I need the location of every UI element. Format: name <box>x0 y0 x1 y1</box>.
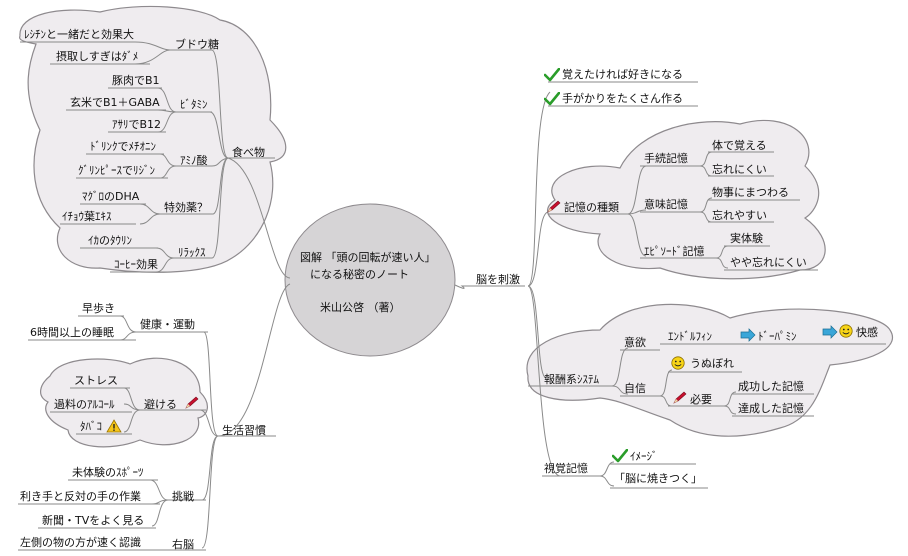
vitamin-topic[interactable]: ﾋﾞﾀﾐﾝ <box>180 98 208 111</box>
episodic-topic[interactable]: ｴﾋﾟｿｰﾄﾞ記憶 <box>644 245 705 258</box>
avoid-topic[interactable]: 避ける <box>144 398 177 411</box>
procedural-item-1[interactable]: 体で覚える <box>712 139 767 152</box>
semantic-topic[interactable]: 意味記憶 <box>644 198 688 211</box>
tokkou-topic[interactable]: 特効薬？ <box>164 201 208 214</box>
confidence-topic[interactable]: 自信 <box>624 382 646 395</box>
life-topic[interactable]: 生活習慣 <box>222 424 266 437</box>
need-item-2[interactable]: 達成した記憶 <box>738 402 804 415</box>
check-icon <box>544 68 560 82</box>
smiley-icon <box>671 356 685 370</box>
semantic-item-2[interactable]: 忘れやすい <box>712 209 767 222</box>
avoid-item-3[interactable]: ﾀﾊﾞｺ <box>80 420 102 433</box>
memory-topic[interactable]: 記憶の種類 <box>564 201 619 214</box>
health-topic[interactable]: 健康・運動 <box>140 318 195 331</box>
smiley-icon <box>839 324 853 338</box>
budou-item-2[interactable]: 摂取しすぎはﾀﾞﾒ <box>56 50 139 63</box>
amino-topic[interactable]: ｱﾐﾉ酸 <box>180 154 208 167</box>
vitamin-item-1[interactable]: 豚肉でB1 <box>112 74 160 87</box>
avoid-item-1[interactable]: ストレス <box>74 374 118 387</box>
central-title-line2: になる秘密のノート <box>310 268 409 281</box>
arrow-right-icon <box>822 325 838 339</box>
stimulate-brain-topic[interactable]: 脳を刺激 <box>476 273 520 286</box>
right-brain-item-1[interactable]: 左側の物の方が速く認識 <box>20 536 141 549</box>
health-item-2[interactable]: 6時間以上の睡眠 <box>30 326 114 339</box>
pleasure-node[interactable]: 快感 <box>856 326 878 339</box>
challenge-item-1[interactable]: 未体験のｽﾎﾟｰﾂ <box>72 466 144 479</box>
challenge-item-2[interactable]: 利き手と反対の手の作業 <box>20 490 141 503</box>
check-icon <box>612 449 628 463</box>
visual-item-2[interactable]: 「脳に焼きつく」 <box>614 472 702 485</box>
food-cloud <box>19 5 287 273</box>
vitamin-item-3[interactable]: ｱｻﾘでB12 <box>112 118 162 131</box>
semantic-item-1[interactable]: 物事にまつわる <box>712 186 789 199</box>
pencil-icon <box>547 200 561 213</box>
dopamine-node[interactable]: ﾄﾞｰﾊﾟﾐﾝ <box>758 330 797 343</box>
central-title-line1: 図解 「頭の回転が速い人」 <box>300 251 436 264</box>
challenge-topic[interactable]: 挑戦 <box>172 490 194 503</box>
arrow-right-icon <box>740 328 756 342</box>
amino-item-2[interactable]: ｸﾞﾘﾝﾋﾟｰｽでﾘｼﾞﾝ <box>78 164 155 177</box>
procedural-item-2[interactable]: 忘れにくい <box>712 163 767 176</box>
pencil-icon <box>185 396 199 409</box>
reward-topic[interactable]: 報酬系ｼｽﾃﾑ <box>544 373 599 386</box>
right-brain-topic[interactable]: 右脳 <box>172 538 194 551</box>
pencil-icon <box>673 391 687 404</box>
health-item-1[interactable]: 早歩き <box>82 302 115 315</box>
check-icon <box>544 92 560 106</box>
avoid-cloud <box>40 357 208 448</box>
top-item-1[interactable]: 覚えたければ好きになる <box>562 68 683 81</box>
episodic-item-2[interactable]: やや忘れにくい <box>730 256 807 269</box>
relax-topic[interactable]: ﾘﾗｯｸｽ <box>178 246 206 259</box>
endorphin-node[interactable]: ｴﾝﾄﾞﾙﾌｨﾝ <box>668 330 712 343</box>
reward-cloud <box>526 303 893 437</box>
challenge-item-3[interactable]: 新聞・TVをよく見る <box>42 514 145 527</box>
central-node[interactable] <box>284 203 456 357</box>
memory-cloud <box>547 119 826 280</box>
visual-item-1[interactable]: ｲﾒｰｼﾞ <box>630 450 658 463</box>
vitamin-item-2[interactable]: 玄米でB1＋GABA <box>70 96 160 109</box>
central-author: 米山公啓 （著） <box>320 301 401 314</box>
need-topic[interactable]: 必要 <box>690 393 712 406</box>
budou-item-1[interactable]: ﾚｼﾁﾝと一緒だと効果大 <box>24 28 134 41</box>
need-item-1[interactable]: 成功した記憶 <box>738 380 804 393</box>
amino-item-1[interactable]: ﾄﾞﾘﾝｸでﾒﾁｵﾆﾝ <box>90 140 156 153</box>
procedural-topic[interactable]: 手続記憶 <box>644 152 688 165</box>
relax-item-2[interactable]: ｺｰﾋｰ効果 <box>114 258 158 271</box>
unubore-node[interactable]: うぬぼれ <box>690 357 734 370</box>
avoid-item-2[interactable]: 過料のｱﾙｺｰﾙ <box>54 398 115 411</box>
visual-topic[interactable]: 視覚記憶 <box>544 462 588 475</box>
warning-icon <box>106 419 122 433</box>
desire-topic[interactable]: 意欲 <box>624 336 646 349</box>
episodic-item-1[interactable]: 実体験 <box>730 232 763 245</box>
tokkou-item-2[interactable]: ｲﾁｮｳ葉ｴｷｽ <box>62 210 112 223</box>
budou-topic[interactable]: ブドウ糖 <box>175 38 219 51</box>
top-item-2[interactable]: 手がかりをたくさん作る <box>562 92 683 105</box>
relax-item-1[interactable]: ｲｶのﾀｳﾘﾝ <box>88 234 132 247</box>
food-topic[interactable]: 食べ物 <box>232 146 265 159</box>
tokkou-item-1[interactable]: ﾏｸﾞﾛのDHA <box>82 190 140 203</box>
